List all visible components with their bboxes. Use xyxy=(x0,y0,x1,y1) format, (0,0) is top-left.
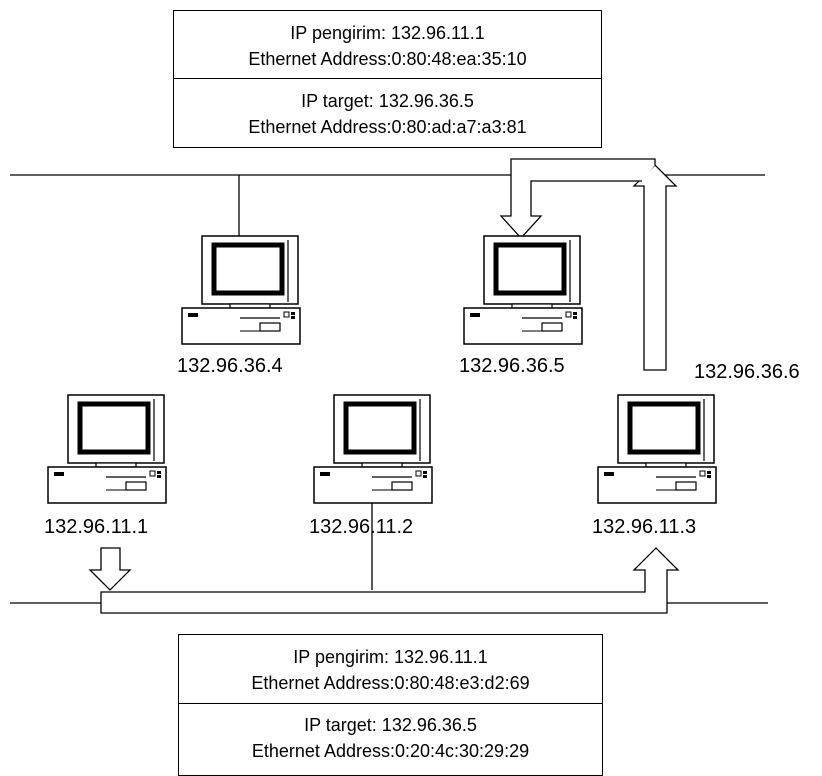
computer-132-96-11-1 xyxy=(48,395,166,503)
host-label-132-96-36-6: 132.96.36.6 xyxy=(694,361,800,383)
host-label-132-96-11-3: 132.96.11.3 xyxy=(592,516,697,538)
bottom-sender-ip: IP pengirim: 132.96.11.1 xyxy=(293,647,488,667)
bottom-arrow xyxy=(100,547,680,614)
bottom-packet-box: IP pengirim: 132.96.11.1 Ethernet Addres… xyxy=(178,634,603,776)
bottom-target-ethernet: Ethernet Address:0:20:4c:30:29:29 xyxy=(251,741,530,761)
top-packet-divider xyxy=(174,78,601,79)
bottom-sender-ethernet: Ethernet Address:0:80:48:e3:d2:69 xyxy=(251,673,530,693)
bottom-packet-divider xyxy=(179,703,602,704)
computer-132-96-36-5 xyxy=(464,236,582,344)
host-label-132-96-36-4: 132.96.36.4 xyxy=(177,355,283,377)
computer-132-96-11-3 xyxy=(598,395,716,503)
host-label-132-96-36-5: 132.96.36.5 xyxy=(459,355,565,377)
down-arrow-11-1 xyxy=(88,547,132,591)
computer-132-96-36-4 xyxy=(182,236,300,344)
top-packet-box: IP pengirim: 132.96.11.1 Ethernet Addres… xyxy=(173,10,602,148)
bottom-target-ip: IP target: 132.96.36.5 xyxy=(304,715,477,735)
top-target-ip: IP target: 132.96.36.5 xyxy=(301,91,474,111)
host-label-132-96-11-1: 132.96.11.1 xyxy=(44,516,149,538)
top-sender-ip: IP pengirim: 132.96.11.1 xyxy=(290,23,485,43)
top-arrow xyxy=(632,164,678,371)
top-sender-ethernet: Ethernet Address:0:80:48:ea:35:10 xyxy=(248,49,527,69)
host-label-132-96-11-2: 132.96.11.2 xyxy=(309,516,414,538)
computer-132-96-11-2 xyxy=(314,395,432,503)
top-target-ethernet: Ethernet Address:0:80:ad:a7:a3:81 xyxy=(248,117,527,137)
